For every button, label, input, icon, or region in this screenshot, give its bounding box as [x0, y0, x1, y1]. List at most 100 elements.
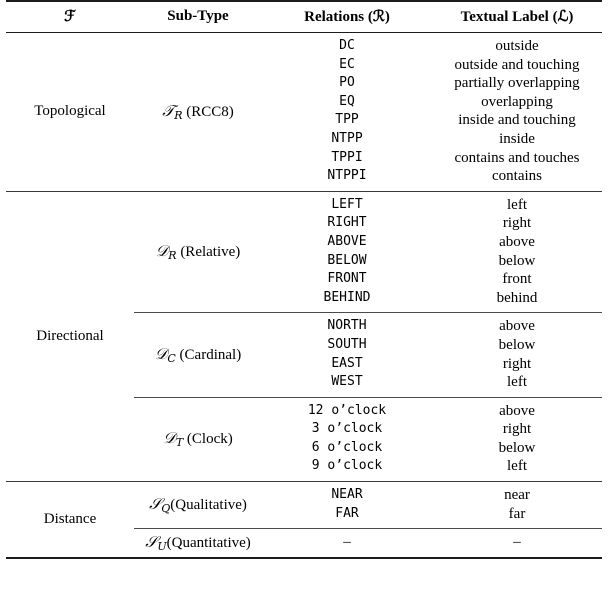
section-rule-topological-directional	[6, 191, 602, 192]
table-row-distance-quantitative: 𝒮U(Quantitative) – –	[6, 529, 602, 558]
label-item: contains	[492, 168, 542, 185]
relation-item: ABOVE	[327, 233, 367, 249]
label-item: far	[508, 505, 526, 522]
label-item: above	[499, 318, 535, 335]
relation-item: NTPP	[331, 130, 363, 146]
relation-item: BELOW	[327, 252, 367, 268]
label-item: below	[498, 252, 536, 269]
subtype-distance-quantitative: 𝒮U(Quantitative)	[134, 529, 262, 558]
subsection-rule-cardinal-clock	[6, 396, 602, 398]
labels-directional-cardinal: above below right left	[432, 313, 602, 397]
label-item: left	[507, 458, 527, 475]
header-textual-label: Textual Label (ℒ)	[432, 2, 602, 33]
subtype-topological-relative: 𝒯R (RCC8)	[134, 33, 262, 192]
subtype-directional-cardinal: 𝒟C (Cardinal)	[134, 313, 262, 397]
label-item: right	[502, 215, 532, 232]
relation-item: SOUTH	[327, 336, 367, 352]
relation-item: EAST	[331, 355, 363, 371]
label-item: right	[502, 421, 532, 438]
relation-item: NORTH	[327, 318, 367, 334]
label-item: partially overlapping	[454, 75, 580, 92]
label-item: above	[499, 233, 535, 250]
relation-item: DC	[339, 38, 355, 53]
table-row-directional-relative: Directional 𝒟R (Relative) LEFT RIGHT ABO…	[6, 192, 602, 344]
label-item: front	[502, 271, 532, 288]
table-row-directional-cardinal: 𝒟C (Cardinal) NORTH SOUTH EAST WEST abov…	[6, 313, 602, 397]
table-header-row: ℱ Sub-Type Relations (ℛ) Textual Label (…	[6, 2, 602, 33]
labels-distance-qualitative: near far	[432, 482, 602, 529]
label-item: inside	[499, 130, 535, 147]
relations-directional-cardinal: NORTH SOUTH EAST WEST	[262, 313, 432, 397]
relation-item: FRONT	[327, 271, 367, 287]
relation-item: EC	[339, 56, 355, 72]
relations-distance-quantitative: –	[343, 534, 351, 551]
table-row-topological-rcc8: Topological 𝒯R (RCC8) DC EC PO EQ TPP NT…	[6, 33, 602, 192]
relations-directional-clock: 12 o’clock 3 o’clock 6 o’clock 9 o’clock	[262, 398, 432, 482]
subtype-directional-clock-name: (Clock)	[183, 431, 233, 448]
family-topological: Topological	[34, 103, 106, 120]
subsection-rule-relative-cardinal	[6, 312, 602, 314]
top-rule-inner	[6, 1, 602, 2]
symbol-D-subscript: R	[168, 249, 177, 263]
symbol-S: 𝒮	[149, 495, 162, 514]
relation-item: RIGHT	[327, 215, 367, 231]
relation-item: NTPPI	[327, 168, 367, 184]
subtype-directional-clock: 𝒟T (Clock)	[134, 398, 262, 482]
labels-distance-quantitative: –	[513, 534, 521, 551]
relation-item: 6 o’clock	[311, 439, 383, 455]
label-item: contains and touches	[454, 149, 580, 166]
bottom-rule-inner	[6, 557, 602, 559]
table-row-directional-clock: 𝒟T (Clock) 12 o’clock 3 o’clock 6 o’cloc…	[6, 398, 602, 482]
symbol-T: 𝒯	[162, 101, 175, 120]
label-item: outside	[495, 38, 539, 54]
relation-item: 12 o’clock	[307, 402, 387, 418]
relation-item: TPP	[335, 112, 359, 128]
relation-item: 3 o’clock	[311, 421, 383, 437]
relation-item: 9 o’clock	[311, 458, 383, 474]
symbol-D: 𝒟	[154, 344, 168, 363]
header-family: ℱ	[6, 2, 134, 33]
relations-directional-relative: LEFT RIGHT ABOVE BELOW FRONT BEHIND	[262, 192, 432, 313]
subtype-distance-quantitative-name: (Quantitative)	[166, 535, 251, 552]
subtype-directional-cardinal-name: (Cardinal)	[175, 346, 242, 363]
relation-item: WEST	[331, 374, 363, 390]
label-item: left	[507, 196, 527, 213]
label-item: inside and touching	[458, 112, 576, 129]
relation-item: FAR	[335, 505, 359, 521]
symbol-D: 𝒟	[155, 241, 169, 260]
label-item: near	[504, 487, 530, 504]
labels-directional-clock: above right below left	[432, 398, 602, 482]
subtype-directional-relative: 𝒟R (Relative)	[134, 192, 262, 313]
relation-item: EQ	[339, 93, 355, 109]
symbol-D: 𝒟	[163, 429, 176, 448]
symbol-D-subscript: T	[175, 436, 184, 450]
bottom-rule-outer	[6, 558, 602, 560]
relations-distance-qualitative: NEAR FAR	[262, 482, 432, 529]
label-item: outside and touching	[454, 56, 580, 73]
header-relations: Relations (ℛ)	[262, 2, 432, 33]
labels-topological: outside outside and touching partially o…	[432, 33, 602, 192]
header-subtype: Sub-Type	[134, 2, 262, 33]
label-item: above	[499, 402, 535, 419]
symbol-S-subscript: U	[157, 540, 167, 554]
symbol-S-subscript: Q	[161, 502, 171, 516]
label-item: behind	[496, 289, 538, 306]
symbol-D-subscript: C	[167, 352, 176, 366]
relation-item: NEAR	[331, 487, 363, 503]
spatial-relations-table: ℱ Sub-Type Relations (ℛ) Textual Label (…	[6, 0, 602, 560]
top-rule-outer	[6, 0, 602, 2]
subtype-directional-relative-name: (Relative)	[176, 243, 241, 260]
relation-item: TPPI	[331, 149, 363, 165]
relation-item: PO	[339, 75, 355, 91]
family-distance: Distance	[43, 511, 97, 528]
symbol-S: 𝒮	[145, 533, 158, 552]
label-item: left	[507, 374, 527, 391]
labels-directional-relative: left right above below front behind	[432, 192, 602, 313]
label-item: below	[498, 439, 536, 456]
relation-item: BEHIND	[323, 289, 371, 305]
relations-topological: DC EC PO EQ TPP NTPP TPPI NTPPI	[262, 33, 432, 192]
subtype-distance-qualitative-name: (Qualitative)	[170, 497, 247, 514]
subtype-topological-name: (RCC8)	[182, 103, 234, 120]
section-rule-directional-distance	[6, 481, 602, 483]
